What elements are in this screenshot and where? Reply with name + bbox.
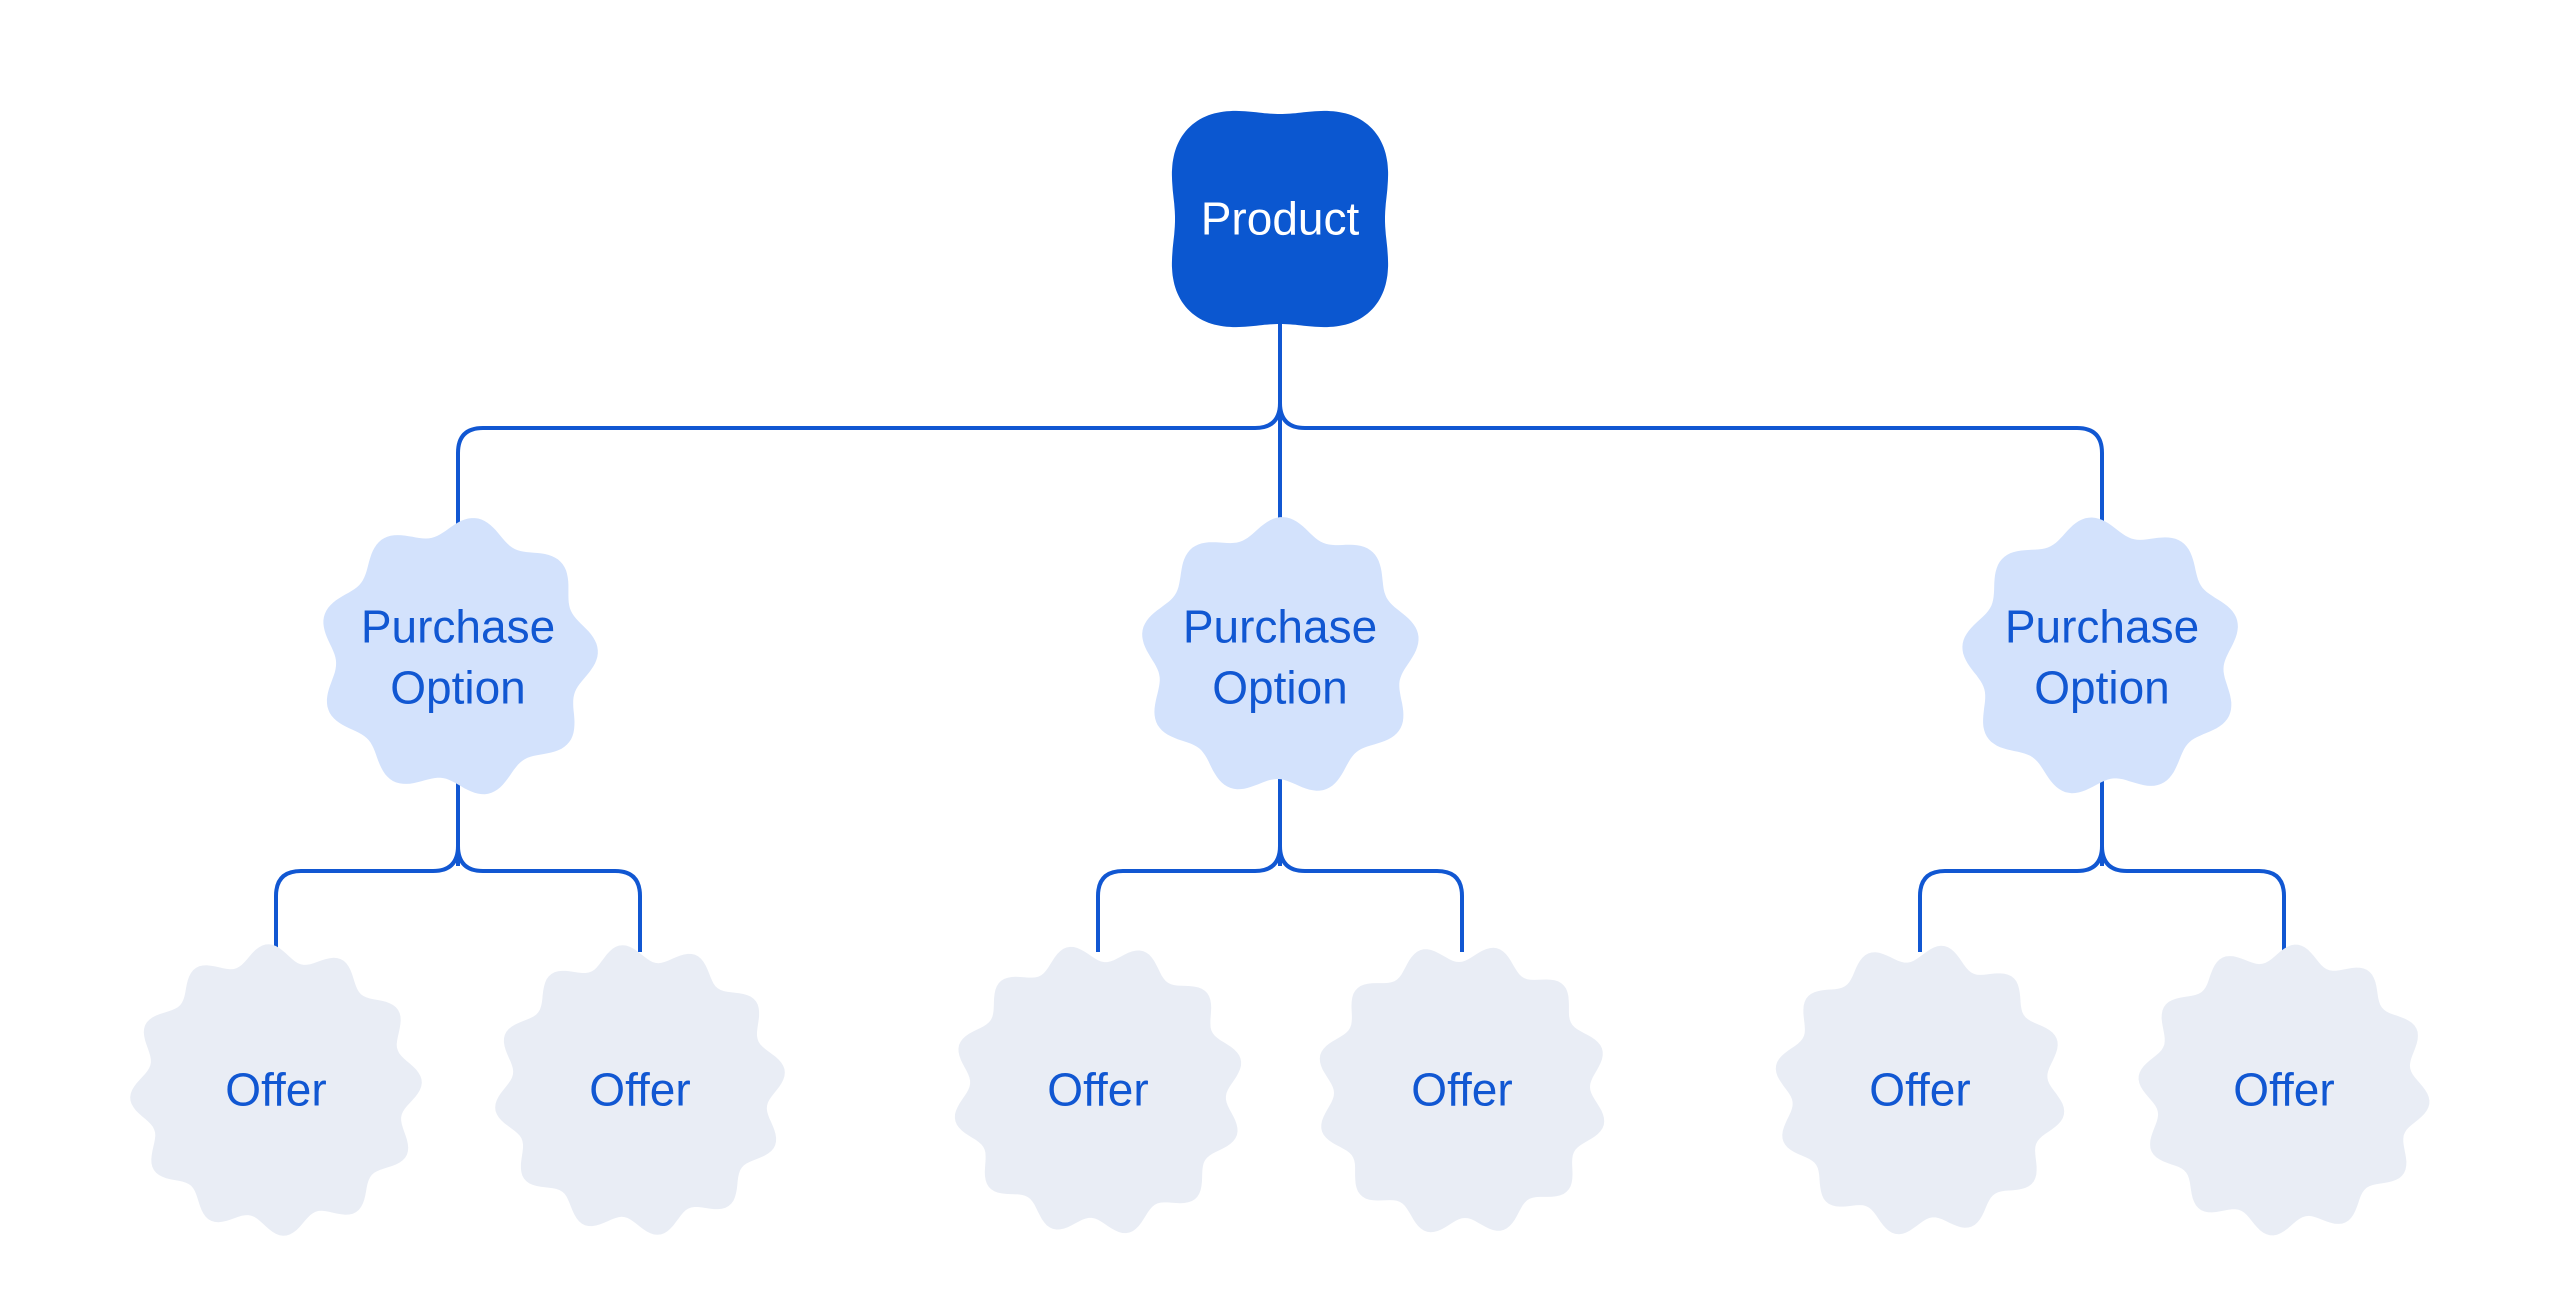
purchase-option-node-shape-3 (1962, 517, 2238, 794)
connector-po2-right (1278, 845, 1464, 952)
connector-po3-right (2100, 845, 2286, 952)
offer-node-shape-3 (954, 946, 1242, 1234)
connector-root-right (1278, 402, 2104, 525)
product-node-label: Product (1200, 192, 1360, 245)
purchase-option-node-shape-1 (323, 518, 598, 795)
offer-node-shape-2 (495, 945, 785, 1235)
offer-label-4: Offer (1411, 1063, 1513, 1116)
offer-node-shape-5 (1775, 945, 2065, 1235)
purchase-option-label-2: Purchase Option (1182, 600, 1378, 713)
offer-node-shape-6 (2138, 944, 2430, 1236)
purchase-option-node-shape-2 (1142, 517, 1419, 791)
offer-node-shape-1 (130, 944, 422, 1236)
offer-label-3: Offer (1047, 1063, 1149, 1116)
offer-label-1: Offer (225, 1063, 327, 1116)
connector-root-left (456, 402, 1282, 525)
connector-po1-left (274, 845, 460, 952)
offer-label-2: Offer (589, 1063, 691, 1116)
offer-node-shape-4 (1319, 947, 1605, 1233)
offer-label-6: Offer (2233, 1063, 2335, 1116)
connector-po1-right (456, 845, 642, 952)
purchase-option-label-1: Purchase Option (360, 600, 556, 713)
offer-label-5: Offer (1869, 1063, 1971, 1116)
connector-po3-left (1918, 845, 2104, 952)
purchase-option-label-3: Purchase Option (2004, 600, 2200, 713)
product-node-shape (1171, 110, 1389, 328)
connector-po2-left (1096, 845, 1282, 952)
